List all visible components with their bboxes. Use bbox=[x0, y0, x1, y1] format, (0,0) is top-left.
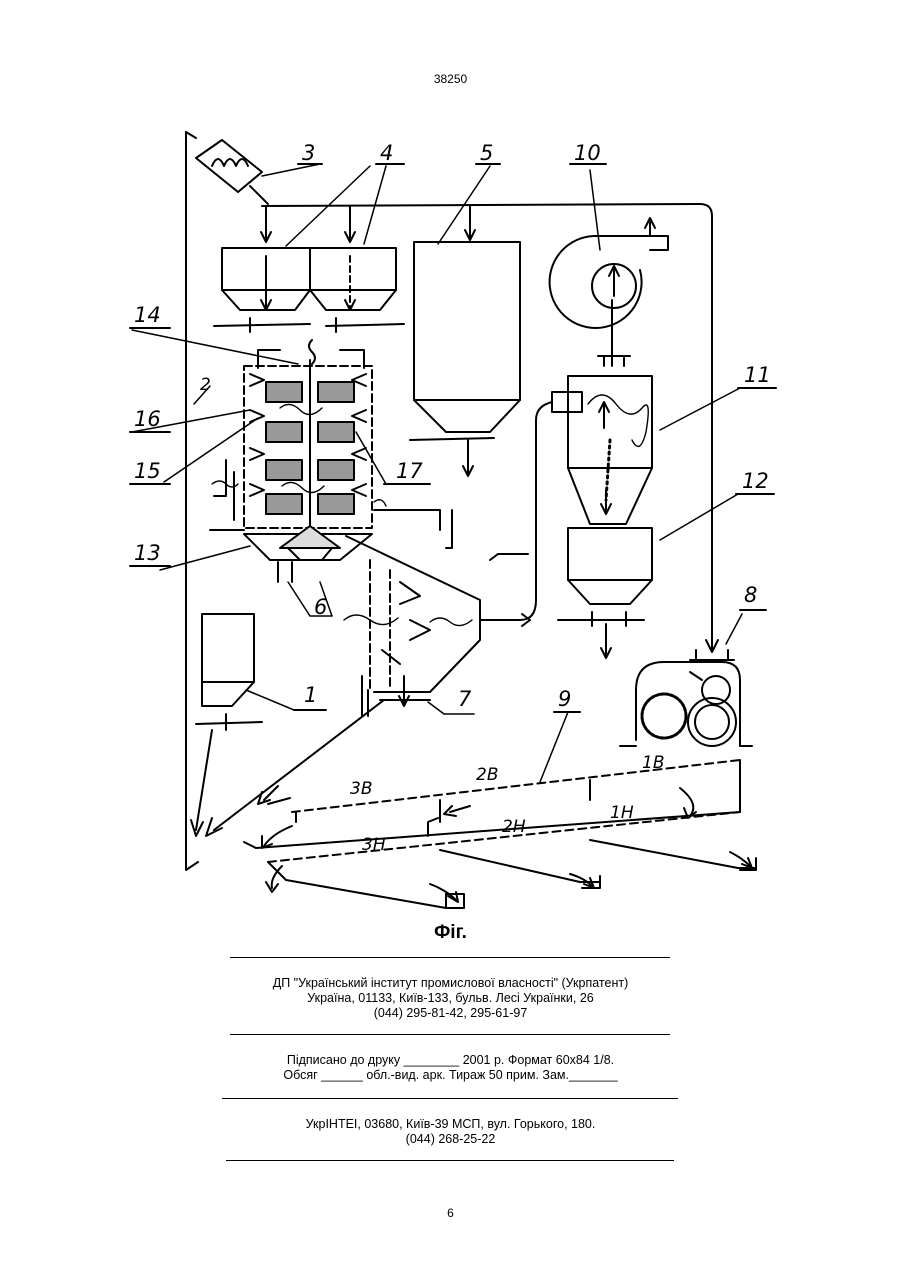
feeder-3 bbox=[196, 140, 268, 204]
bunker-1 bbox=[191, 614, 262, 836]
hoppers-4 bbox=[214, 248, 404, 332]
dryer-column bbox=[210, 340, 452, 560]
divider bbox=[230, 957, 670, 958]
label-1: 1 bbox=[304, 683, 317, 707]
label-17: 17 bbox=[396, 459, 423, 483]
label-4: 4 bbox=[380, 141, 393, 165]
label-15: 15 bbox=[134, 459, 161, 483]
page-number: 6 bbox=[0, 1206, 901, 1220]
fan-10 bbox=[550, 218, 668, 366]
divider bbox=[230, 1034, 670, 1035]
label-11: 11 bbox=[744, 363, 771, 387]
publisher-phone: (044) 295-81-42, 295-61-97 bbox=[0, 1006, 901, 1021]
divider bbox=[222, 1098, 678, 1099]
label-14: 14 bbox=[134, 303, 161, 327]
label-1v: 1В bbox=[642, 753, 664, 773]
sieves-9 bbox=[244, 760, 756, 908]
publisher-name: ДП "Український інститут промислової вла… bbox=[0, 976, 901, 991]
label-8: 8 bbox=[744, 583, 757, 607]
mill-8 bbox=[620, 650, 752, 746]
label-3: 3 bbox=[302, 141, 315, 165]
print-info-line-1: Підписано до друку ________ 2001 р. Форм… bbox=[0, 1053, 901, 1068]
bunker-12 bbox=[558, 528, 652, 658]
technical-diagram: 3 4 5 10 14 2 11 16 15 17 12 13 6 8 1 7 … bbox=[0, 0, 901, 920]
label-2: 2 bbox=[200, 375, 211, 395]
label-12: 12 bbox=[742, 469, 769, 493]
label-3n: 3Н bbox=[362, 835, 386, 855]
printer-phone: (044) 268-25-22 bbox=[0, 1132, 901, 1147]
cyclone-11 bbox=[552, 300, 652, 524]
print-info-line-2: Обсяг ______ обл.-вид. арк. Тираж 50 при… bbox=[0, 1068, 901, 1083]
publisher-info: ДП "Український інститут промислової вла… bbox=[0, 976, 901, 1021]
label-7: 7 bbox=[458, 687, 472, 711]
label-2v: 2В bbox=[476, 765, 498, 785]
print-info: Підписано до друку ________ 2001 р. Форм… bbox=[0, 1053, 901, 1083]
label-6: 6 bbox=[314, 595, 327, 619]
silo-5 bbox=[410, 242, 520, 476]
label-10: 10 bbox=[574, 141, 601, 165]
label-9: 9 bbox=[558, 687, 571, 711]
printer-info: УкрІНТЕІ, 03680, Київ-39 МСП, вул. Горьк… bbox=[0, 1117, 901, 1147]
label-5: 5 bbox=[480, 141, 493, 165]
frame-line bbox=[186, 132, 198, 870]
label-2n: 2Н bbox=[502, 817, 526, 837]
printer-address: УкрІНТЕІ, 03680, Київ-39 МСП, вул. Горьк… bbox=[0, 1117, 901, 1132]
divider bbox=[226, 1160, 674, 1161]
label-13: 13 bbox=[134, 541, 161, 565]
figure-caption: Фіг. bbox=[0, 922, 901, 944]
label-1n: 1Н bbox=[610, 803, 634, 823]
label-16: 16 bbox=[134, 407, 161, 431]
label-3v: 3В bbox=[350, 779, 372, 799]
publisher-address: Україна, 01133, Київ-133, бульв. Лесі Ук… bbox=[0, 991, 901, 1006]
